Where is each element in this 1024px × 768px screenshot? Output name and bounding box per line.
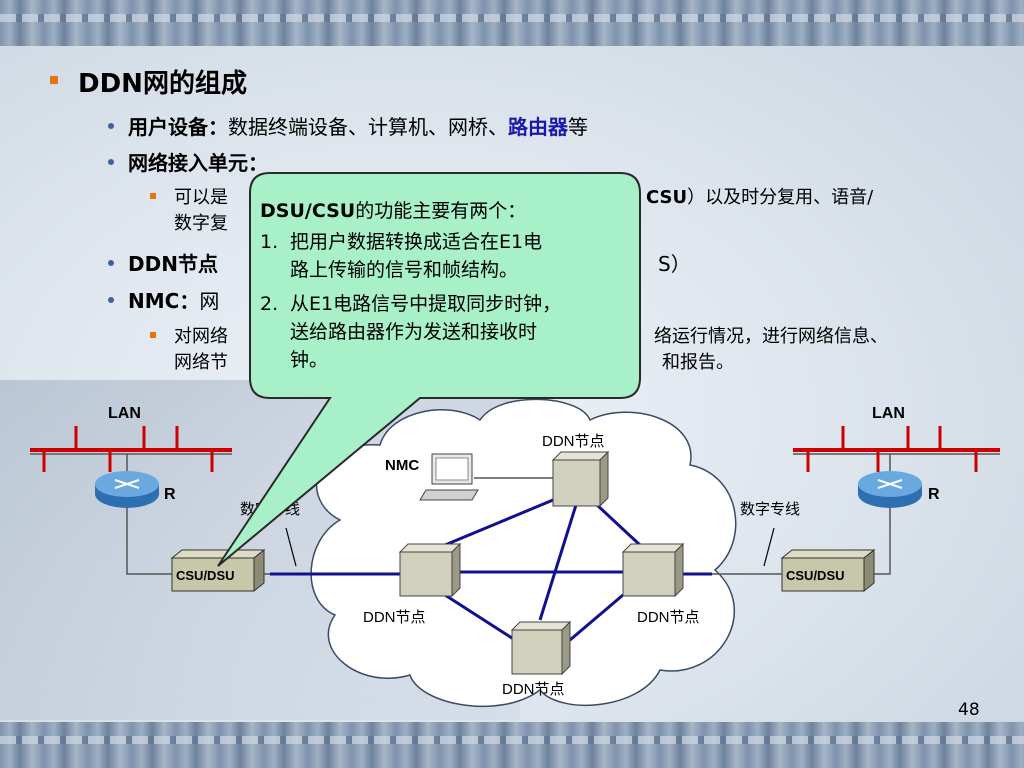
lan-right-taps: [806, 426, 978, 472]
nmc-desc-line2-b: 和报告。: [662, 352, 734, 373]
bullet-nmc: NMC：网: [128, 289, 220, 313]
dot-bullet-icon: [108, 123, 114, 129]
router-right-icon: [858, 471, 922, 508]
ddn-node-bottom-icon: [510, 620, 572, 676]
router-left-to-csu: [126, 508, 172, 575]
bullet-ddn-node: DDN节点: [128, 252, 218, 276]
callout-bubble: [217, 172, 641, 567]
csu-dsu-right-box: [780, 548, 876, 593]
callout-text-block: DSU/CSU的功能主要有两个： 1. 把用户数据转换成适合在E1电 路上传输的…: [260, 197, 630, 374]
dot-bullet-icon: [108, 159, 114, 165]
csu-dsu-left-label: CSU/DSU: [176, 568, 235, 583]
bullet-text: 数据终端设备、计算机、网桥、: [228, 115, 508, 139]
nmc-desc-line2-a: 网络节: [174, 352, 228, 373]
router-left-icon: [95, 471, 159, 508]
title-prefix: DDN: [78, 69, 143, 99]
bullet-user-devices: 用户设备：数据终端设备、计算机、网桥、路由器等: [128, 111, 588, 140]
csu-dsu-right-label: CSU/DSU: [786, 568, 845, 583]
ddn-node-top-label: DDN节点: [542, 433, 605, 450]
slide-title: DDN网的组成: [78, 63, 247, 100]
right-line-pointer: [763, 527, 775, 567]
dot-bullet-icon: [108, 297, 114, 303]
access-unit-desc-line1-b: CSU）以及时分复用、语音/: [646, 187, 874, 208]
left-line-pointer: [285, 527, 297, 567]
ddn-node-left-label: DDN节点: [363, 609, 426, 626]
lan-right-label: LAN: [872, 405, 905, 422]
bottom-decorative-band: [0, 722, 1024, 768]
bullet-ddn-node-tail: S）: [658, 252, 691, 276]
square-bullet-icon: [50, 76, 58, 84]
callout-heading: DSU/CSU的功能主要有两个：: [260, 200, 527, 222]
dot-bullet-icon: [108, 260, 114, 266]
callout-item-1: 1. 把用户数据转换成适合在E1电 路上传输的信号和帧结构。: [260, 231, 543, 281]
ddn-node-bottom-label: DDN节点: [502, 681, 565, 698]
csu-dsu-left-box: [170, 548, 266, 593]
ddn-node-right-label: DDN节点: [637, 609, 700, 626]
nmc-desc-line1-a: 对网络: [174, 326, 228, 347]
nmc-desc-line1-b: 络运行情况，进行网络信息、: [654, 326, 888, 347]
square-bullet-icon: [150, 193, 156, 199]
router-left-label: R: [164, 486, 176, 503]
access-unit-desc-line1-a: 可以是: [174, 187, 228, 208]
ddn-node-top-icon: [551, 450, 610, 508]
bullet-tail: 等: [568, 115, 588, 139]
bullet-access-unit: 网络接入单元：: [128, 151, 268, 175]
right-digital-line-label: 数字专线: [740, 501, 800, 518]
ddn-node-right-icon: [621, 542, 685, 598]
ddn-node-left-icon: [398, 542, 462, 598]
ddn-cloud-shape: [310, 398, 737, 708]
router-right-to-csu: [874, 508, 891, 575]
title-suffix: 网的组成: [142, 69, 247, 99]
ddn-links: [270, 498, 712, 642]
callout-item-2: 2. 从E1电路信号中提取同步时钟， 送给路由器作为发送和接收时 钟。: [260, 293, 562, 371]
lan-left-label: LAN: [108, 405, 141, 422]
bullet-highlight: 路由器: [508, 115, 568, 139]
nmc-computer-icon: [419, 453, 479, 501]
router-right-label: R: [928, 486, 940, 503]
bullet-label: 用户设备：: [128, 115, 228, 139]
lan-left-taps: [42, 426, 214, 472]
top-decorative-band: [0, 0, 1024, 46]
square-bullet-icon: [150, 332, 156, 338]
page-number: 48: [958, 700, 980, 720]
nmc-label: NMC: [385, 457, 419, 474]
access-unit-desc-line2: 数字复: [174, 213, 228, 234]
